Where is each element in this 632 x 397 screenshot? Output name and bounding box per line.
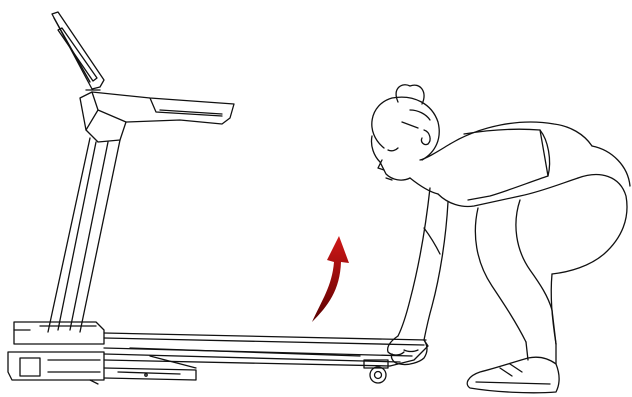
- treadmill-handlebar-icon: [80, 92, 234, 142]
- person-torso-icon: [410, 122, 592, 206]
- lift-arrow-icon: [312, 236, 349, 322]
- treadmill-console-icon: [52, 12, 104, 90]
- person-legs-icon: [475, 146, 630, 364]
- person-shoes-icon: [467, 357, 559, 393]
- person-arms-icon: [388, 188, 448, 365]
- treadmill-base-icon: [8, 322, 104, 384]
- treadmill-deck-icon: [104, 333, 428, 366]
- person-lifting-icon: [371, 85, 630, 393]
- treadmill-frame-icon: [104, 356, 196, 380]
- treadmill-icon: [8, 12, 428, 384]
- treadmill-wheel-icon: [364, 360, 388, 383]
- treadmill-upright-icon: [48, 138, 120, 332]
- person-head-icon: [371, 85, 439, 180]
